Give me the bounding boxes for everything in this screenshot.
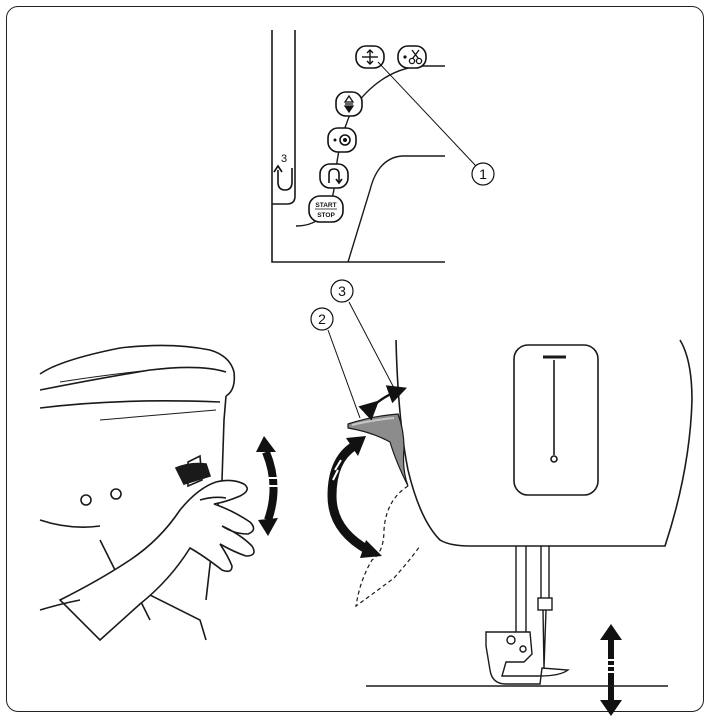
start-label: START	[315, 202, 336, 209]
foot-up-down-arrow-icon	[600, 624, 622, 716]
hand-illustration	[39, 479, 255, 642]
needle-up-down-button[interactable]	[355, 45, 385, 69]
needle-assembly	[485, 546, 570, 685]
auto-lock-button[interactable]	[327, 127, 357, 153]
callout-2-leader	[327, 329, 361, 419]
sidebar-up-arrow-icon	[273, 164, 293, 191]
callout-1: 1	[471, 162, 495, 186]
svg-text:1: 1	[479, 166, 487, 182]
stop-label: STOP	[317, 212, 335, 219]
callout-3-leader	[348, 301, 395, 389]
machine-head	[395, 339, 693, 547]
foot-control-arrow-icon	[256, 436, 282, 536]
svg-text:2: 2	[318, 311, 326, 327]
lever-adjust-arrow-icon	[358, 385, 408, 421]
callout-1-leader	[377, 61, 477, 167]
reverse-button[interactable]	[319, 163, 349, 189]
sidebar-number: 3	[281, 153, 287, 165]
lever-swing-arrow-icon	[327, 436, 382, 558]
triangle-up-down-icon	[343, 94, 355, 114]
lever-lowered-outline	[355, 485, 421, 608]
dot-circle-icon	[339, 134, 351, 146]
figure-frame	[6, 6, 704, 712]
svg-text:3: 3	[338, 283, 346, 299]
scissors-icon	[408, 49, 423, 65]
thread-cutter-button[interactable]	[397, 45, 427, 69]
callout-3: 3	[330, 279, 354, 303]
start-stop-button[interactable]: START STOP	[308, 195, 344, 223]
needle-up-down-icon	[362, 49, 378, 65]
callout-2: 2	[310, 307, 334, 331]
presser-foot-up-down-button[interactable]	[335, 91, 363, 117]
reverse-u-arrow-icon	[328, 168, 343, 185]
